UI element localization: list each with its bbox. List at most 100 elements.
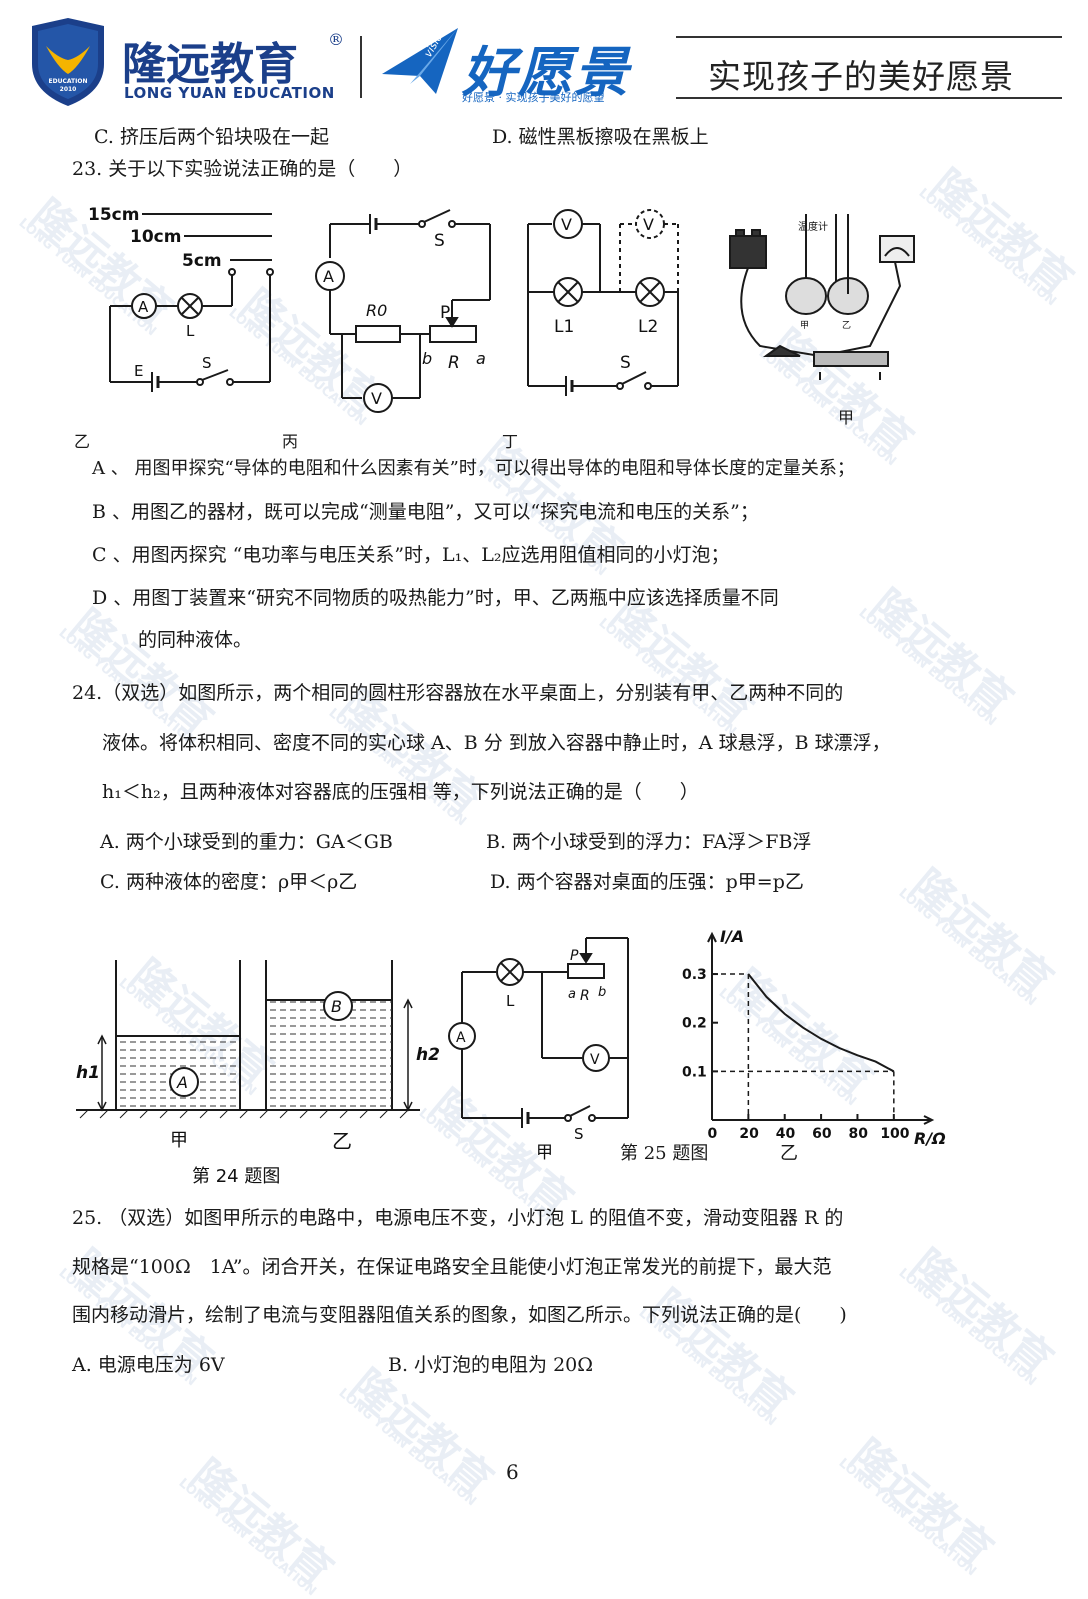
svg-text:a: a	[476, 349, 486, 368]
page-number: 6	[506, 1460, 519, 1484]
fig-r0-circuit: S A R0 P b R a V	[315, 209, 491, 413]
svg-text:乙: 乙	[842, 320, 851, 331]
watermark-text-en: LONG YUAN EDUCATION	[335, 1385, 479, 1510]
q23-option-b: B 、用图乙的器材，既可以完成“测量电阻”，又可以“探究电流和电压的关系”；	[92, 501, 759, 523]
watermark-text: 隆远教育	[61, 600, 223, 746]
svg-text:R0: R0	[366, 301, 387, 320]
svg-text:15cm: 15cm	[88, 205, 139, 225]
slogan-bottom-rule	[676, 97, 1062, 99]
brand-cn: 好愿景	[462, 41, 630, 104]
svg-text:甲: 甲	[536, 1143, 553, 1163]
svg-text:P: P	[570, 948, 579, 964]
svg-text:10cm: 10cm	[130, 227, 181, 247]
svg-text:P: P	[440, 303, 450, 323]
x-tick-label: 0	[708, 1126, 718, 1142]
chart-series-line	[747, 973, 895, 1073]
q24-stem-line3: h₁＜h₂，且两种液体对容器底的压强相 等，下列说法正确的是（ ）	[102, 781, 699, 803]
y-tick-label: 0.1	[682, 1064, 707, 1080]
q25-figure-caption: 第 25 题图	[620, 1143, 709, 1164]
q24-stem-line2: 液体。将体积相同、密度不同的实心球 A、B 分 到放入容器中静止时，A 球悬浮，…	[102, 732, 891, 754]
svg-text:第 24 题图: 第 24 题图	[192, 1166, 280, 1187]
q23-option-d: D 、用图丁装置来“研究不同物质的吸热能力”时，甲、乙两瓶中应该选择质量不同	[92, 587, 779, 609]
q24-figure: A B h1 h2 甲 乙 第 24 题图	[76, 960, 440, 1187]
svg-text:A: A	[138, 298, 149, 316]
x-tick-label: 60	[812, 1126, 832, 1142]
org-name-cn: 隆远教育	[122, 39, 298, 90]
watermark-text-en: LONG YUAN EDUCATION	[175, 1475, 319, 1599]
watermark-text: 隆远教育	[341, 1360, 503, 1506]
svg-text:R: R	[580, 988, 590, 1004]
svg-text:S: S	[620, 353, 631, 373]
header: EDUCATION 2010 隆远教育 ® LONG YUAN EDUCATIO…	[0, 0, 1080, 110]
q23-stem: 23. 关于以下实验说法正确的是（ ）	[72, 158, 413, 180]
watermark-text-en: LONG YUAN EDUCATION	[855, 605, 999, 730]
q22-option-d: D. 磁性黑板擦吸在黑板上	[492, 126, 709, 148]
y-tick-label: 0.2	[682, 1016, 707, 1032]
svg-text:5cm: 5cm	[182, 251, 222, 271]
q25-stem-line3: 围内移动滑片，绘制了电流与变阻器阻值关系的图象，如图乙所示。下列说法正确的是( …	[72, 1304, 847, 1326]
svg-text:甲: 甲	[170, 1130, 188, 1151]
watermark-text: 隆远教育	[861, 580, 1023, 726]
watermark-text: 隆远教育	[181, 1450, 343, 1596]
q25-figure-yi: 乙	[780, 1143, 798, 1164]
watermark-text-en: LONG YUAN EDUCATION	[895, 1265, 1039, 1390]
q25-stem-line2: 规格是“100Ω 1A”。闭合开关，在保证电路安全且能使小灯泡正常发光的前提下，…	[72, 1256, 832, 1278]
svg-text:B: B	[331, 997, 342, 1016]
svg-text:温度计: 温度计	[798, 220, 828, 233]
q24-option-a: A. 两个小球受到的重力：GA＜GB	[100, 831, 393, 853]
shield-logo-icon: EDUCATION 2010	[32, 18, 104, 106]
q25-option-a: A. 电源电压为 6V	[72, 1354, 225, 1376]
svg-text:A: A	[176, 1073, 188, 1092]
svg-text:S: S	[202, 354, 212, 372]
svg-text:甲: 甲	[800, 320, 809, 331]
watermark-text-en: LONG YUAN EDUCATION	[835, 1455, 979, 1580]
svg-text:h1: h1	[76, 1063, 100, 1083]
svg-text:h2: h2	[416, 1045, 440, 1065]
fig-wires: 15cm 10cm 5cm A L E S	[88, 205, 274, 392]
slogan: 实现孩子的美好愿景	[708, 57, 1014, 96]
x-tick-label: 20	[739, 1126, 759, 1142]
svg-text:V: V	[590, 1052, 600, 1068]
header-divider	[360, 36, 362, 98]
org-name-en: LONG YUAN EDUCATION	[124, 84, 335, 102]
watermark-text: 隆远教育	[921, 160, 1083, 306]
q23-caption-jia: 甲	[838, 408, 855, 427]
svg-text:a: a	[568, 987, 576, 1002]
watermark-text: 隆远教育	[841, 1430, 1003, 1576]
fig-two-lamps: V L1 L2 V S	[527, 209, 679, 396]
q24-option-d: D. 两个容器对桌面的压强：p甲=p乙	[490, 871, 804, 893]
svg-text:V: V	[643, 215, 654, 234]
q23-option-d-cont: 的同种液体。	[138, 629, 253, 651]
q23-option-a: A 、 用图甲探究“导体的电阻和什么因素有关”时，可以得出导体的电阻和导体长度的…	[92, 458, 855, 479]
registered-mark: ®	[328, 30, 344, 49]
q23-caption-bing: 丙	[282, 432, 299, 451]
svg-text:b: b	[598, 985, 606, 1000]
svg-text:乙: 乙	[332, 1129, 352, 1153]
y-axis-arrow	[707, 931, 717, 943]
slogan-top-rule	[676, 36, 1062, 38]
x-tick-label: 80	[848, 1126, 868, 1142]
q22-option-c: C. 挤压后两个铅块吸在一起	[94, 126, 329, 148]
q23-figures: 15cm 10cm 5cm A L E S S A	[88, 205, 915, 413]
svg-text:L: L	[506, 992, 515, 1010]
svg-text:2010: 2010	[60, 86, 77, 93]
paper-plane-logo-icon: vision	[382, 25, 458, 94]
q23-option-c: C 、用图丙探究 “电功率与电压关系”时，L₁、L₂应选用阻值相同的小灯泡；	[92, 544, 730, 566]
svg-text:EDUCATION: EDUCATION	[49, 78, 88, 85]
y-tick-label: 0.3	[682, 967, 707, 983]
svg-text:E: E	[134, 362, 143, 380]
q25-circuit: L P a R b V A S 甲	[448, 937, 629, 1163]
svg-text:L1: L1	[554, 317, 574, 337]
y-axis-label: I/A	[720, 927, 744, 946]
q24-stem-line1: 24.（双选）如图所示，两个相同的圆柱形容器放在水平桌面上，分别装有甲、乙两种不…	[72, 682, 844, 704]
svg-text:V: V	[561, 215, 572, 234]
watermark-text-en: LONG YUAN EDUCATION	[595, 615, 739, 740]
svg-text:S: S	[574, 1125, 584, 1143]
q24-option-c: C. 两种液体的密度：ρ甲＜ρ乙	[100, 871, 358, 893]
svg-text:R: R	[448, 353, 460, 373]
q23-caption-ding: 丁	[502, 432, 519, 451]
svg-text:V: V	[371, 389, 382, 408]
svg-text:L: L	[186, 322, 195, 340]
watermark-text: 隆远教育	[641, 1280, 803, 1426]
